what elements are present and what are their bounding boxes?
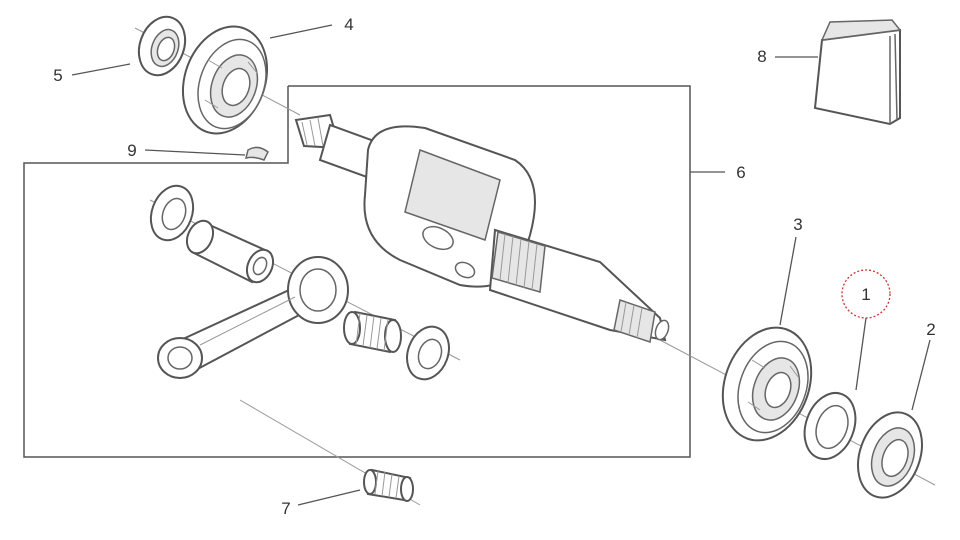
small-end-needle-bearing [363,468,414,502]
spacer-ring [803,392,857,460]
callout-2: 2 [926,320,935,339]
packaging-bag [813,19,902,126]
callout-3: 3 [793,215,802,234]
leader-2 [911,339,931,411]
leader-1 [855,317,867,391]
leader-3 [779,236,797,326]
callout-6: 6 [736,163,745,182]
callout-7: 7 [281,499,290,518]
leader-9 [144,149,246,156]
connecting-rod [157,256,349,379]
leader-7 [297,489,361,506]
callout-5: 5 [53,66,62,85]
crankshaft [294,113,670,343]
oil-seal-right [857,411,923,499]
callout-8: 8 [757,47,766,66]
thrust-washer-right [406,325,450,381]
ball-bearing-right [721,326,813,442]
woodruff-key [244,146,269,161]
needle-bearing-big-end [343,310,402,354]
crank-pin [185,219,275,284]
assembly-group-outline [23,85,691,458]
callout-4: 4 [344,15,353,34]
ball-bearing-top [181,25,269,135]
leader-4 [269,24,333,39]
thrust-washer-left [149,184,195,242]
callout-1-highlight-circle [841,269,891,319]
callout-9: 9 [127,141,136,160]
leader-5 [71,63,131,76]
callout-1: 1 [861,285,870,304]
oil-seal-top [137,15,187,77]
